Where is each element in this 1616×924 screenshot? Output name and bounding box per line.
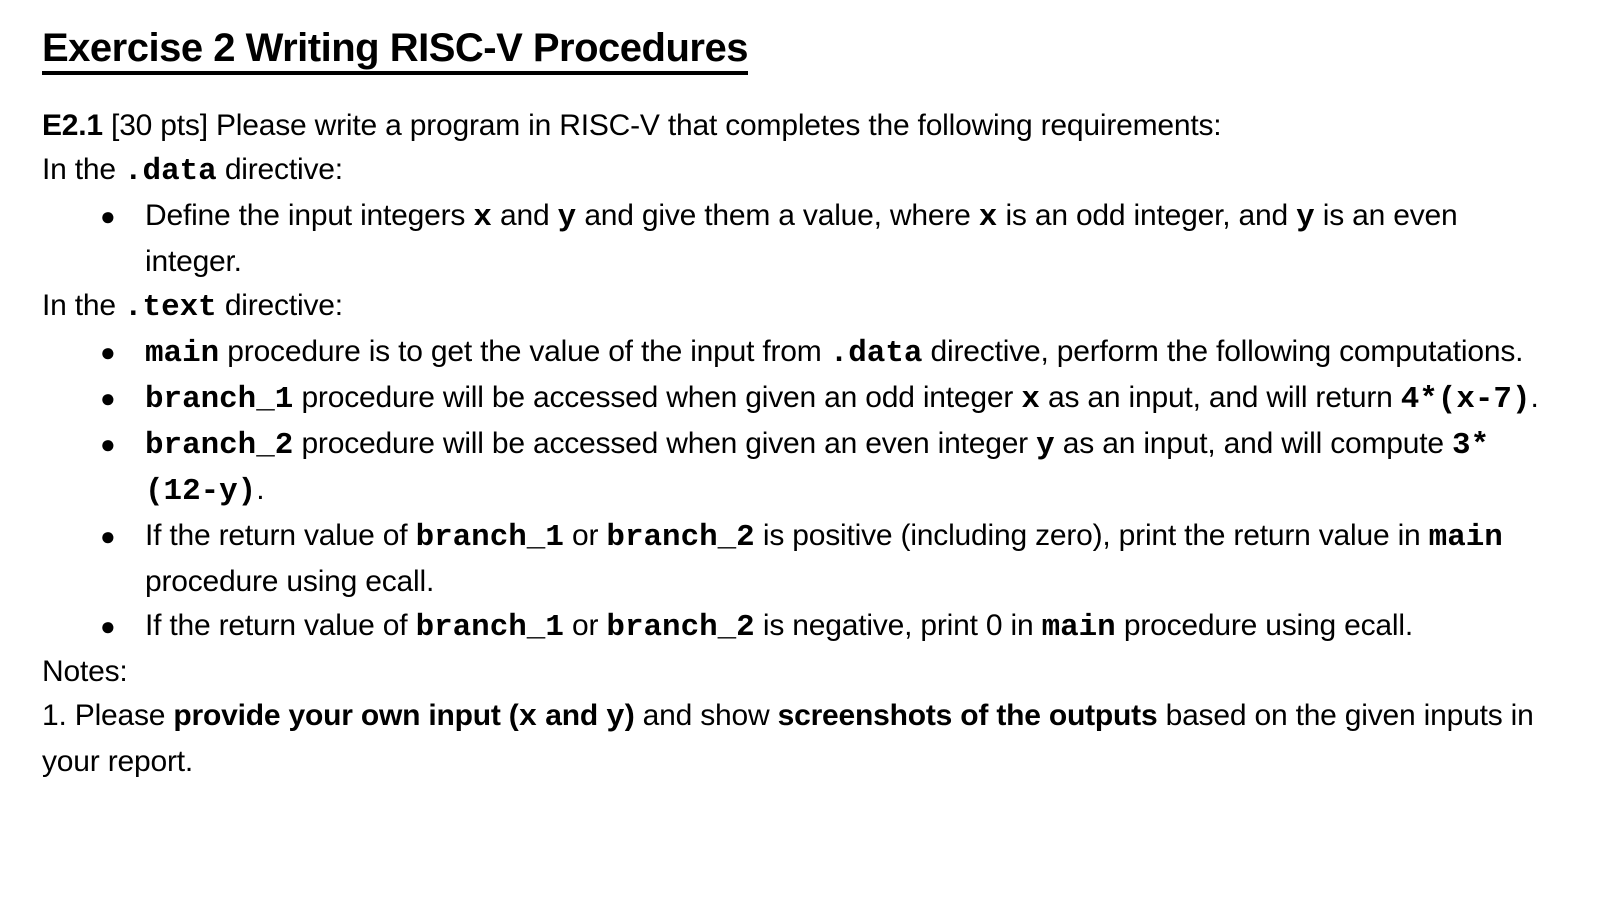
text-run-plain: If the return value of bbox=[145, 609, 416, 642]
text-run-code: .text bbox=[124, 290, 217, 325]
bullet-branch-2: ● branch_2 procedure will be accessed wh… bbox=[42, 422, 1542, 514]
bullet-icon: ● bbox=[100, 337, 116, 367]
text-run-plain: procedure will be accessed when given an… bbox=[293, 427, 1037, 460]
text-run-code: branch_1 bbox=[415, 610, 564, 645]
text-run-plain: In the bbox=[42, 153, 124, 186]
text-run-plain: If the return value of bbox=[145, 519, 416, 552]
text-run-code: y bbox=[1296, 200, 1315, 235]
paragraph-data-directive: In the .data directive: bbox=[42, 148, 1542, 194]
text-run-code: branch_2 bbox=[606, 610, 755, 645]
bullet-positive-case: ● If the return value of branch_1 or bra… bbox=[42, 514, 1542, 604]
text-run-code: main bbox=[1428, 520, 1503, 555]
text-run-plain: as an input, and will compute bbox=[1054, 427, 1453, 460]
text-run-plain: . bbox=[1530, 381, 1539, 414]
text-run-plain: Notes: bbox=[42, 655, 128, 688]
text-run-plain: is negative, print 0 in bbox=[754, 609, 1042, 642]
text-run-plain: and show bbox=[634, 699, 778, 732]
text-run-plain: is an even integer. bbox=[145, 199, 1458, 278]
text-run-plain: directive, perform the following computa… bbox=[922, 335, 1524, 368]
text-run-plain: based on the given inputs in your report… bbox=[42, 699, 1534, 778]
text-run-code: main bbox=[145, 336, 220, 371]
text-run-code: 3*(12-y) bbox=[145, 428, 1490, 509]
text-run-code: branch_2 bbox=[606, 520, 755, 555]
text-run-plain: procedure using ecall. bbox=[145, 565, 435, 598]
text-run-bold: ) bbox=[624, 699, 635, 732]
bullet-define-xy-text: Define the input integers x and y and gi… bbox=[145, 199, 1458, 278]
text-run-plain: procedure will be accessed when given an… bbox=[293, 381, 1022, 414]
text-run-code: branch_2 bbox=[145, 428, 294, 463]
text-run-plain: procedure is to get the value of the inp… bbox=[219, 335, 830, 368]
paragraph-notes-label: Notes: bbox=[42, 650, 1542, 694]
text-run-plain: directive: bbox=[216, 289, 343, 322]
text-run-code: x bbox=[518, 700, 538, 735]
text-run-plain: procedure using ecall. bbox=[1115, 609, 1413, 642]
bullet-branch-1-text: branch_1 procedure will be accessed when… bbox=[145, 381, 1539, 417]
text-run-plain: . bbox=[256, 473, 265, 506]
bullet-negative-case: ● If the return value of branch_1 or bra… bbox=[42, 604, 1542, 650]
bullet-icon: ● bbox=[100, 521, 116, 551]
bullet-icon: ● bbox=[100, 201, 116, 231]
text-run-code: branch_1 bbox=[415, 520, 564, 555]
bullet-icon: ● bbox=[100, 611, 116, 641]
bullet-icon: ● bbox=[100, 383, 116, 413]
bullet-main-proc-text: main procedure is to get the value of th… bbox=[145, 335, 1524, 371]
text-run-bold: E2.1 bbox=[42, 109, 103, 142]
text-run-code: y bbox=[557, 200, 577, 235]
paragraph-note-1: 1. Please provide your own input (x and … bbox=[42, 694, 1542, 784]
text-run-plain: or bbox=[563, 519, 607, 552]
text-run-code: 4*(x-7) bbox=[1400, 382, 1531, 417]
text-run-plain: 1. Please bbox=[42, 699, 174, 732]
text-run-plain: In the bbox=[42, 289, 124, 322]
paragraph-text-directive: In the .text directive: bbox=[42, 284, 1542, 330]
text-run-code: x bbox=[473, 200, 492, 235]
text-run-plain: [30 pts] Please write a program in RISC-… bbox=[102, 109, 1222, 142]
text-run-plain: is an odd integer, and bbox=[997, 199, 1297, 232]
text-run-plain: and give them a value, where bbox=[576, 199, 979, 232]
text-run-code: branch_1 bbox=[145, 382, 294, 417]
paragraph-e21: E2.1 [30 pts] Please write a program in … bbox=[42, 104, 1542, 148]
page-title-text: Exercise 2 Writing RISC-V Procedures bbox=[42, 26, 748, 75]
text-run-plain: as an input, and will return bbox=[1039, 381, 1401, 414]
bullet-icon: ● bbox=[100, 429, 116, 459]
text-run-code: x bbox=[978, 200, 998, 235]
text-run-code: .data bbox=[829, 336, 923, 371]
bullet-positive-case-text: If the return value of branch_1 or branc… bbox=[145, 519, 1503, 598]
bullet-branch-2-text: branch_2 procedure will be accessed when… bbox=[145, 427, 1490, 509]
bullet-main-proc: ● main procedure is to get the value of … bbox=[42, 330, 1542, 376]
text-run-code: y bbox=[1036, 428, 1055, 463]
page-title: Exercise 2 Writing RISC-V Procedures bbox=[42, 22, 1572, 75]
bullet-define-xy: ● Define the input integers x and y and … bbox=[42, 194, 1542, 284]
text-run-plain: or bbox=[563, 609, 607, 642]
text-run-code: x bbox=[1021, 382, 1040, 417]
text-run-code: main bbox=[1041, 610, 1116, 645]
text-run-bold: provide your own input ( bbox=[173, 699, 519, 732]
text-run-bold: screenshots of the outputs bbox=[777, 699, 1158, 732]
bullet-negative-case-text: If the return value of branch_1 or branc… bbox=[145, 609, 1413, 645]
text-run-plain: and bbox=[491, 199, 558, 232]
text-run-plain: directive: bbox=[216, 153, 343, 186]
bullet-branch-1: ● branch_1 procedure will be accessed wh… bbox=[42, 376, 1542, 422]
text-run-plain: Define the input integers bbox=[145, 199, 474, 232]
text-run-plain: is positive (including zero), print the … bbox=[754, 519, 1429, 552]
text-run-code: y bbox=[606, 700, 625, 735]
text-run-bold: and bbox=[537, 699, 607, 732]
text-run-code: .data bbox=[124, 154, 217, 189]
